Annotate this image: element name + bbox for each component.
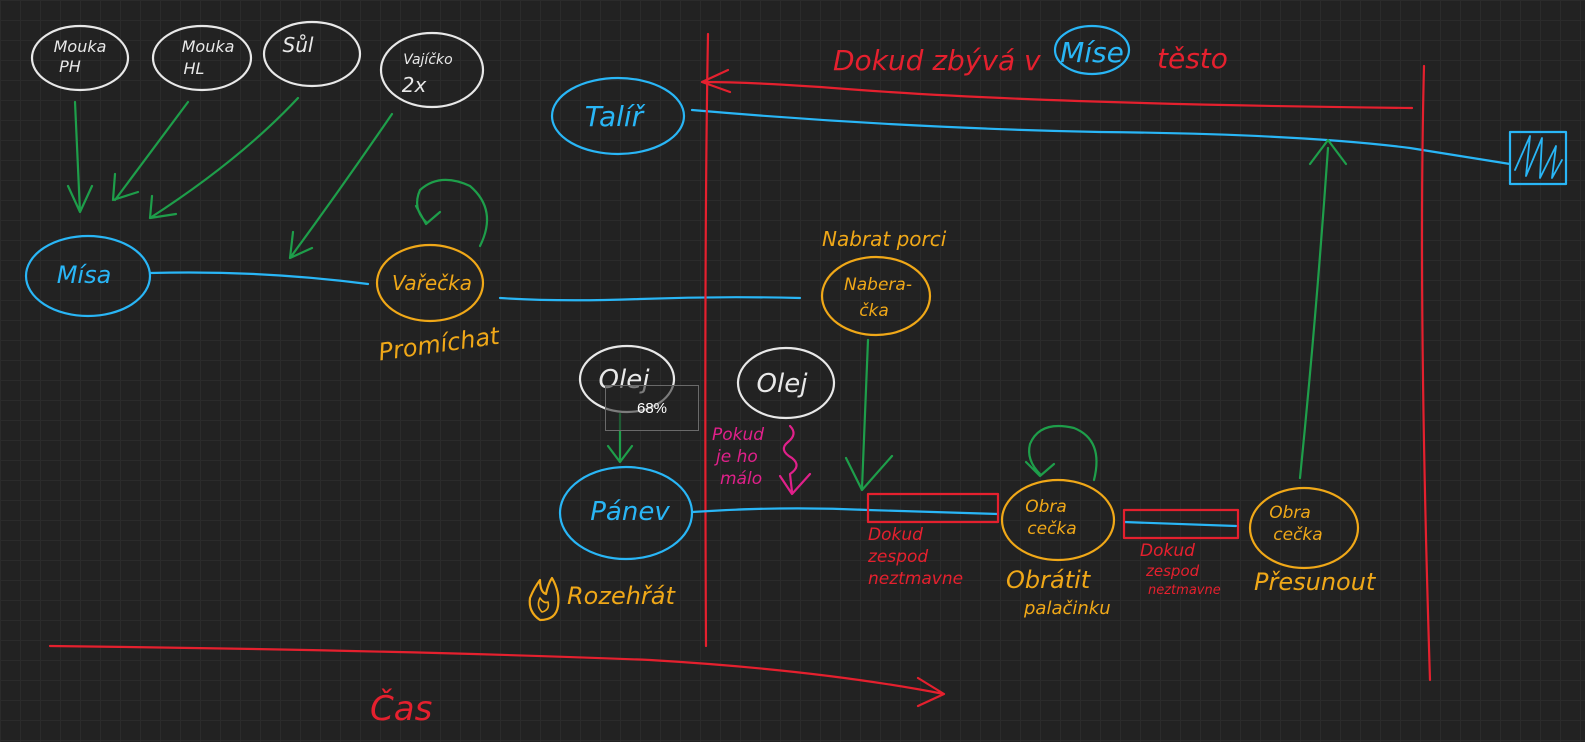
loop-arrow-obracecka — [1024, 424, 1098, 482]
timeline-varecka-to-naberacka — [498, 296, 802, 302]
fire-icon-outer — [528, 576, 560, 622]
loop-misa-circle — [1053, 24, 1131, 76]
condition-pokud-malo-line2: je ho — [714, 447, 758, 467]
condition-pokud-malo-line3: málo — [720, 469, 762, 489]
condition-dokud-2-line2: zespod — [1145, 562, 1200, 580]
ingredient-mouka-ph-line2: PH — [59, 57, 81, 76]
plate-stack-icon — [1508, 130, 1568, 186]
arrow-olej-2-squiggle — [778, 424, 812, 496]
vessel-talir-outline — [550, 76, 686, 156]
tool-obracecka-2-outline — [1248, 486, 1360, 570]
condition-dokud-1-line2: zespod — [867, 547, 928, 567]
tool-obracecka-1[interactable]: Obra cečka Obrátit palačinku — [1000, 424, 1116, 619]
tool-naberacka-outline — [820, 255, 932, 337]
ingredient-mouka-ph-line1: Mouka — [54, 37, 107, 56]
tool-varecka-outline — [375, 243, 485, 323]
loop-left-border — [704, 32, 710, 648]
ingredient-sul-outline — [262, 20, 362, 88]
tool-obracecka-2-line1: Obra — [1269, 503, 1311, 523]
ingredient-arrows — [66, 96, 394, 260]
time-axis-arrow — [48, 644, 946, 708]
loop-return-arrow — [700, 68, 1414, 110]
condition-dokud-2-line3: neztmavne — [1148, 583, 1221, 598]
timeline-misa — [148, 271, 370, 286]
tool-obracecka-1-line2: cečka — [1027, 519, 1076, 539]
plate-stack-box — [1508, 130, 1568, 186]
ingredient-vajicko-line2: 2x — [402, 73, 427, 97]
frying-segment-2-box — [1122, 508, 1240, 540]
arrow-presunout-to-talir — [1298, 138, 1348, 480]
fire-icon — [528, 576, 560, 622]
fire-icon-inner — [537, 597, 550, 613]
tool-varecka-label: Vařečka — [392, 271, 472, 295]
ingredient-mouka-hl-line1: Mouka — [182, 37, 235, 56]
frying-segment-2: Dokud zespod neztmavne — [1122, 508, 1240, 598]
ingredient-vajicko-outline — [379, 31, 485, 109]
condition-dokud-1-line3: neztmavne — [868, 569, 963, 589]
vessel-misa-label: Mísa — [57, 261, 112, 289]
loop-label-part3: těsto — [1157, 42, 1228, 75]
frying-segment-1-box — [866, 492, 1000, 524]
condition-dokud-1-line1: Dokud — [868, 525, 923, 545]
ingredient-olej-2[interactable]: Olej — [736, 346, 836, 420]
ingredient-mouka-hl-line2: HL — [184, 59, 205, 78]
loop-right-border — [1420, 64, 1432, 682]
tool-naberacka[interactable]: Nabrat porci Nabera- čka — [820, 227, 947, 337]
loop-dokud-zbyva: Dokud zbývá v Míse těsto — [700, 24, 1432, 682]
ingredient-vajicko-line1: Vajíčko — [403, 52, 452, 68]
ingredient-mouka-hl-outline — [151, 24, 253, 92]
ingredient-olej-2-outline — [736, 346, 836, 420]
vessel-talir[interactable]: Talíř — [550, 76, 686, 156]
action-presunout: Přesunout — [1254, 568, 1377, 596]
timeline-talir — [690, 108, 1512, 166]
arrow-vajicko-to-misa — [288, 112, 394, 260]
ingredient-olej-2-label: Olej — [757, 369, 809, 399]
action-nabrat-porci: Nabrat porci — [822, 227, 947, 251]
timeline-panev — [690, 507, 1238, 528]
condition-pokud-malo-line1: Pokud — [712, 425, 764, 445]
condition-pokud-malo: Pokud je ho málo — [712, 424, 812, 496]
ingredient-sul[interactable]: Sůl — [262, 20, 362, 88]
arrow-mouka-ph-to-misa — [66, 100, 94, 214]
frying-segment-1: Dokud zespod neztmavne — [866, 492, 1000, 589]
tool-naberacka-line2: čka — [859, 301, 889, 321]
condition-dokud-2-line1: Dokud — [1140, 541, 1195, 561]
vessel-panev-label: Pánev — [590, 497, 670, 527]
vessel-misa[interactable]: Mísa — [24, 234, 152, 318]
vessel-misa-outline — [24, 234, 152, 318]
time-axis-label: Čas — [370, 688, 432, 729]
ingredient-sul-label: Sůl — [283, 33, 314, 57]
ingredient-mouka-hl[interactable]: Mouka HL — [151, 24, 253, 92]
tool-varecka[interactable]: Vařečka Promíchat — [375, 178, 503, 367]
tool-obracecka-1-outline — [1000, 478, 1116, 562]
vessel-talir-label: Talíř — [585, 100, 646, 133]
arrow-naberacka-to-panev — [844, 338, 894, 492]
ingredient-mouka-ph-outline — [30, 24, 130, 92]
ingredient-mouka-ph[interactable]: Mouka PH — [30, 24, 130, 92]
arrow-mouka-hl-to-misa — [111, 100, 190, 202]
action-obratit-line1: Obrátit — [1006, 566, 1092, 594]
loop-arrow-varecka — [414, 178, 489, 248]
action-obratit-line2: palačinku — [1023, 598, 1111, 619]
tool-obracecka-1-line1: Obra — [1025, 497, 1067, 517]
arrow-sul-to-misa — [148, 96, 300, 220]
action-rozehrat: Rozehřát — [567, 582, 677, 610]
plate-stack-hatch — [1514, 135, 1563, 179]
loop-label-part1: Dokud zbývá v — [833, 44, 1041, 77]
action-promichat: Promíchat — [377, 322, 503, 367]
tool-naberacka-line1: Nabera- — [844, 275, 912, 295]
vessel-panev[interactable]: Pánev — [558, 465, 694, 561]
ingredient-vajicko[interactable]: Vajíčko 2x — [379, 31, 485, 109]
tool-obracecka-2[interactable]: Obra cečka Přesunout — [1248, 486, 1377, 596]
zoom-indicator: 68% — [605, 385, 699, 431]
loop-label-misa: Míse — [1060, 36, 1124, 69]
tool-obracecka-2-line2: cečka — [1273, 525, 1322, 545]
